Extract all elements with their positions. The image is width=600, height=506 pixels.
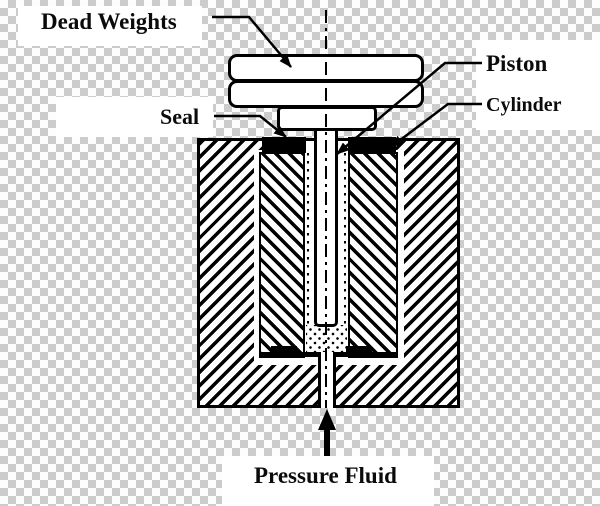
dead-weights-leader [212, 15, 292, 68]
seal-bottom-right [346, 346, 372, 357]
centerline [325, 10, 327, 408]
seal-label: Seal [160, 104, 200, 129]
seal-leader [214, 114, 287, 138]
pressure-fluid-label-background [222, 456, 434, 506]
cylinder-label: Cylinder [486, 94, 562, 116]
bore-clearance-dotted-line-right [344, 153, 346, 353]
seal-label-background [56, 97, 213, 137]
cylinder-sleeve-right [348, 152, 398, 358]
cylinder-leader [390, 102, 482, 148]
pressure-fluid-label: Pressure Fluid [254, 463, 397, 488]
dead-weights-label-background [18, 6, 202, 46]
pressure-fluid-arrow [318, 409, 336, 456]
fluid-inlet-channel [318, 352, 336, 408]
cylinder-sleeve-left [259, 152, 305, 358]
piston-leader [336, 61, 482, 155]
bore-clearance-dotted-line-left [307, 153, 309, 353]
piston-cylinder-label-background [476, 40, 600, 130]
seal-top-left [262, 137, 306, 153]
dead-weights-label: Dead Weights [41, 9, 177, 34]
seal-top-right [348, 137, 396, 153]
piston-label: Piston [486, 51, 548, 76]
seal-bottom-left [271, 346, 297, 357]
